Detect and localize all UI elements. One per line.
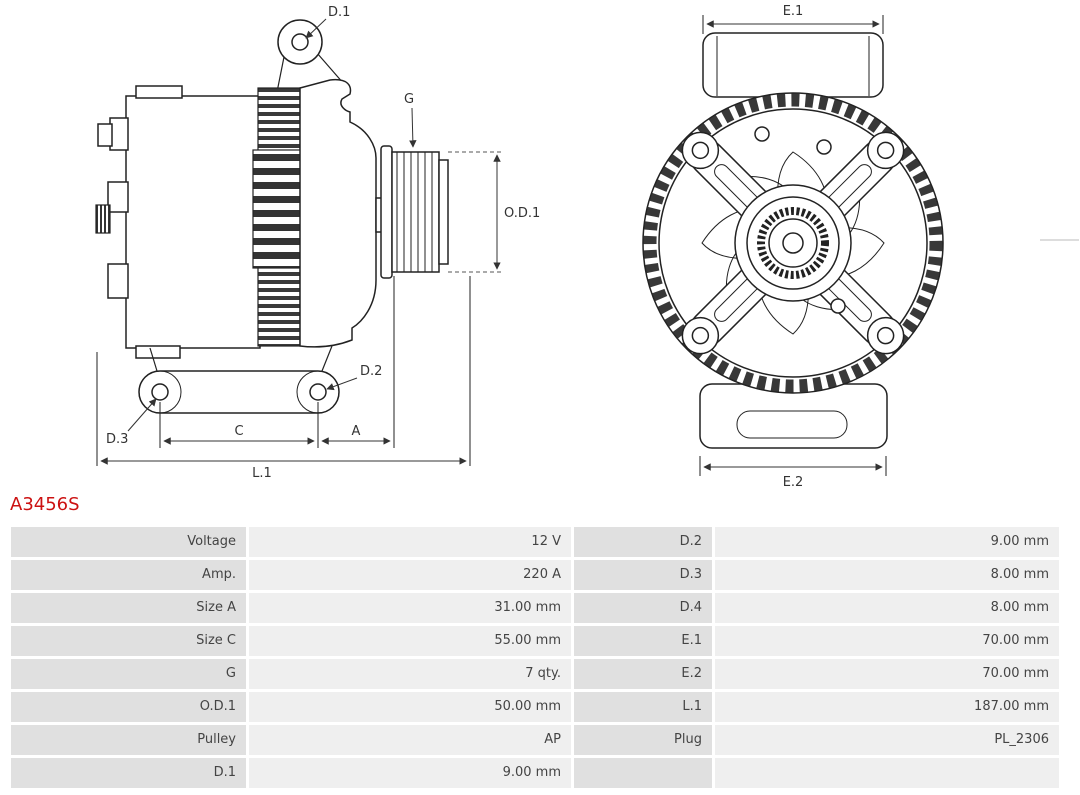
center-pulley bbox=[734, 184, 852, 302]
spec-label: L.1 bbox=[574, 692, 712, 722]
spec-label: D.1 bbox=[11, 758, 246, 788]
bolt-head bbox=[754, 126, 770, 142]
bolt-head bbox=[816, 139, 832, 155]
spec-value: 70.00 mm bbox=[715, 659, 1059, 689]
dim-label-d3: D.3 bbox=[106, 432, 128, 447]
spec-label: Size A bbox=[11, 593, 246, 623]
d2-hole bbox=[309, 383, 327, 401]
top-bracket bbox=[702, 32, 884, 98]
spec-value: 55.00 mm bbox=[249, 626, 571, 656]
side-view: D.1 G O.D.1 D.2 D.3 bbox=[95, 5, 540, 481]
dim-label-d1: D.1 bbox=[328, 5, 350, 20]
spec-value: 50.00 mm bbox=[249, 692, 571, 722]
rotor-core bbox=[252, 149, 306, 269]
spec-label: D.3 bbox=[574, 560, 712, 590]
spec-label: E.1 bbox=[574, 626, 712, 656]
spec-label: Plug bbox=[574, 725, 712, 755]
shaft-hole bbox=[782, 232, 804, 254]
spec-table: Voltage 12 V D.2 9.00 mm Amp. 220 A D.3 … bbox=[11, 527, 1059, 788]
spec-value: 8.00 mm bbox=[715, 560, 1059, 590]
technical-drawing: D.1 G O.D.1 D.2 D.3 bbox=[95, 4, 1079, 490]
spec-value: 8.00 mm bbox=[715, 593, 1059, 623]
spec-value bbox=[715, 758, 1059, 788]
front-view: E.1 bbox=[642, 4, 944, 490]
dim-label-c: C bbox=[234, 424, 243, 439]
dim-label-e1: E.1 bbox=[783, 4, 804, 19]
spec-label: D.4 bbox=[574, 593, 712, 623]
spec-value: 220 A bbox=[249, 560, 571, 590]
spec-value: 9.00 mm bbox=[249, 758, 571, 788]
spec-value: 7 qty. bbox=[249, 659, 571, 689]
pulley-nut bbox=[438, 159, 449, 265]
spec-value: PL_2306 bbox=[715, 725, 1059, 755]
dim-label-l1: L.1 bbox=[252, 466, 272, 481]
spec-label: G bbox=[11, 659, 246, 689]
spec-value: 187.00 mm bbox=[715, 692, 1059, 722]
part-number: A3456S bbox=[10, 494, 80, 515]
spec-value: 9.00 mm bbox=[715, 527, 1059, 557]
spec-value: 70.00 mm bbox=[715, 626, 1059, 656]
spec-label: Size C bbox=[11, 626, 246, 656]
dim-label-a: A bbox=[352, 424, 361, 439]
bottom-slot bbox=[736, 410, 848, 439]
mounting-lugs bbox=[138, 370, 340, 414]
terminal-stud bbox=[95, 204, 111, 234]
spec-value: AP bbox=[249, 725, 571, 755]
spec-value: 12 V bbox=[249, 527, 571, 557]
spec-label bbox=[574, 758, 712, 788]
dim-label-od1: O.D.1 bbox=[504, 206, 540, 221]
dim-label-d2: D.2 bbox=[360, 364, 382, 379]
spec-label: D.2 bbox=[574, 527, 712, 557]
rear-housing bbox=[125, 95, 261, 349]
fan-fins bbox=[643, 93, 943, 393]
spec-label: Pulley bbox=[11, 725, 246, 755]
dim-label-e2: E.2 bbox=[783, 475, 804, 490]
bolt-head bbox=[830, 298, 846, 314]
pulley-flange bbox=[380, 145, 393, 279]
front-housing bbox=[299, 78, 377, 348]
dim-label-g: G bbox=[404, 92, 414, 107]
spec-value: 31.00 mm bbox=[249, 593, 571, 623]
spec-label: Voltage bbox=[11, 527, 246, 557]
spec-label: E.2 bbox=[574, 659, 712, 689]
d1-hole bbox=[291, 33, 309, 51]
d3-hole bbox=[151, 383, 169, 401]
spec-label: O.D.1 bbox=[11, 692, 246, 722]
spec-label: Amp. bbox=[11, 560, 246, 590]
alternator-drawing-svg: D.1 G O.D.1 D.2 D.3 bbox=[95, 4, 1079, 490]
